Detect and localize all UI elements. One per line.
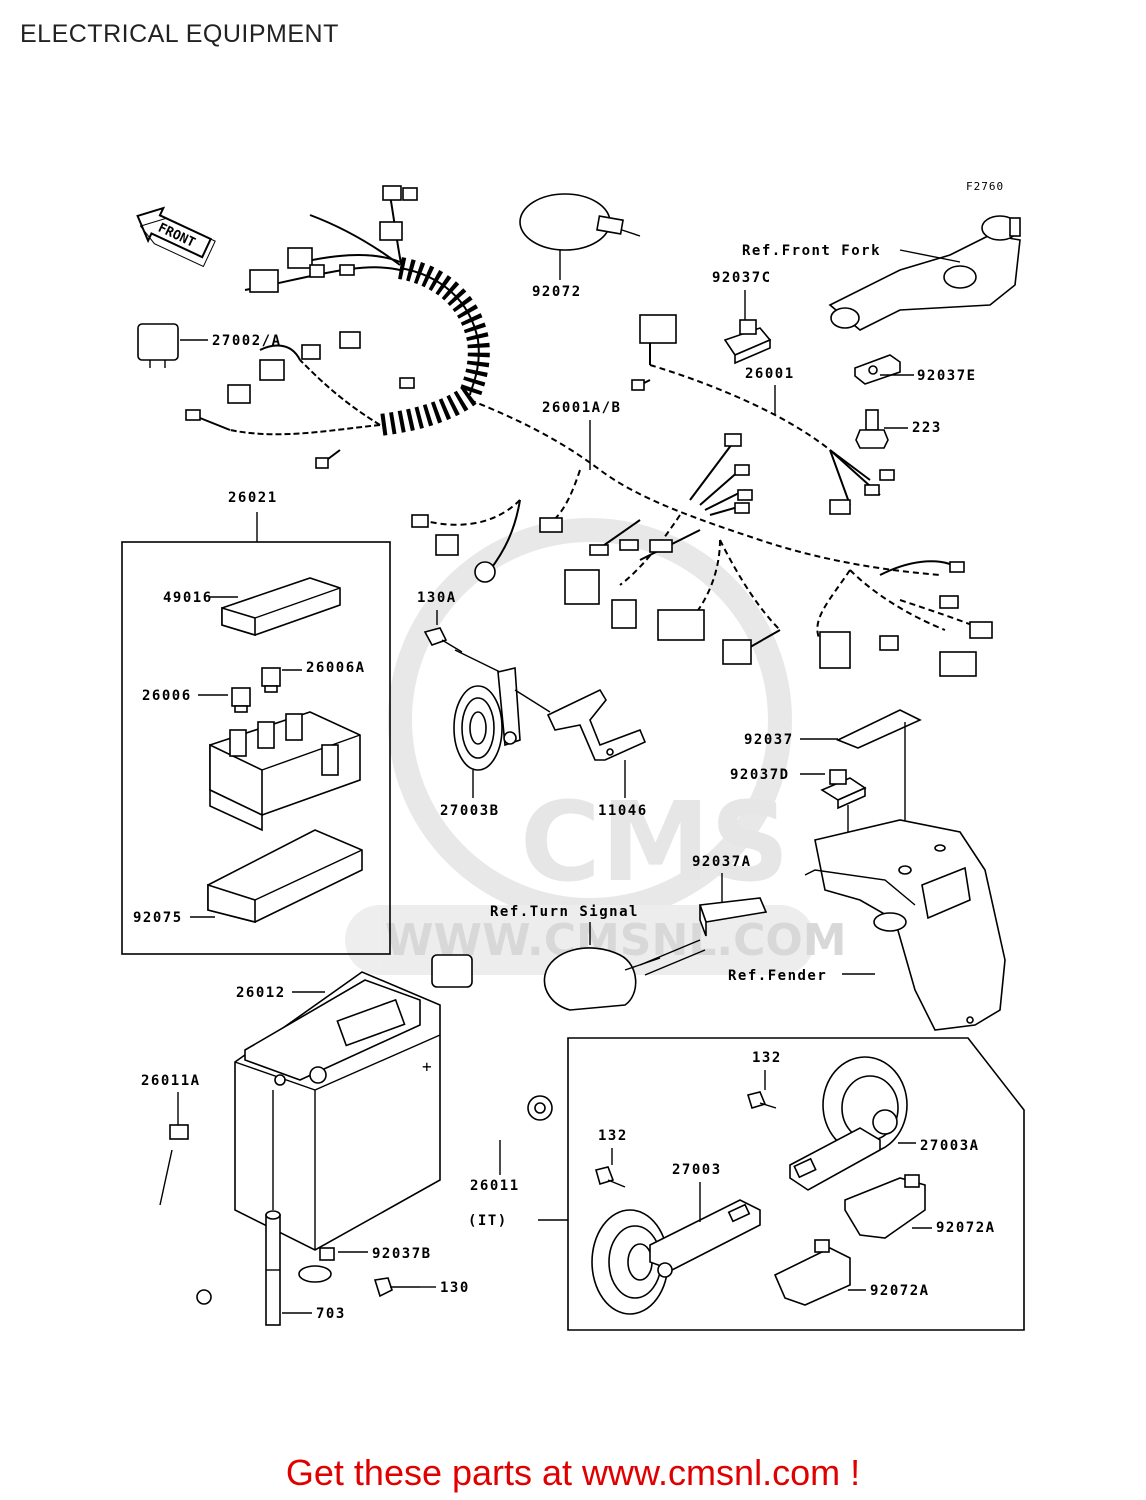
ref-front-fork: Ref.Front Fork xyxy=(742,243,881,259)
bolt-130a xyxy=(423,627,463,653)
strap-92037 xyxy=(836,709,922,749)
label-92037e: 92037E xyxy=(917,368,977,384)
bolt-132-upper xyxy=(746,1091,777,1109)
label-92037b: 92037B xyxy=(372,1246,432,1262)
label-223: 223 xyxy=(912,420,942,436)
label-27002a: 27002/A xyxy=(212,333,282,349)
label-26012: 26012 xyxy=(236,985,286,1001)
label-it: (IT) xyxy=(468,1213,508,1229)
label-132-lower: 132 xyxy=(598,1128,628,1144)
label-27003a: 27003A xyxy=(920,1138,980,1154)
footer-promo: Get these parts at www.cmsnl.com ! xyxy=(285,1452,861,1493)
front-arrow-icon: FRONT xyxy=(136,206,216,268)
horn-27003a xyxy=(789,1056,908,1191)
label-27003b: 27003B xyxy=(440,803,500,819)
bracket-92072a-lower xyxy=(773,1239,851,1306)
fuse-26006 xyxy=(231,687,251,713)
label-92037: 92037 xyxy=(744,732,794,748)
front-fork-bracket xyxy=(828,215,1021,331)
svg-text:+: + xyxy=(422,1057,432,1076)
fuse-26006a xyxy=(261,667,281,693)
clamp-92037b xyxy=(298,1247,335,1283)
label-26021: 26021 xyxy=(228,490,278,506)
label-26001: 26001 xyxy=(745,366,795,382)
clip-92037d xyxy=(820,769,867,810)
horn-kit-box xyxy=(567,1037,1025,1331)
band-92037a xyxy=(698,897,768,937)
label-26011: 26011 xyxy=(470,1178,520,1194)
label-27003: 27003 xyxy=(672,1162,722,1178)
bracket-11046 xyxy=(546,688,647,761)
tube-703 xyxy=(265,1210,281,1326)
battery-26012: + xyxy=(234,971,441,1251)
label-26001ab: 26001A/B xyxy=(542,400,621,416)
horn-27003 xyxy=(591,1199,761,1315)
ref-turn-signal: Ref.Turn Signal xyxy=(490,904,639,920)
fuse-box-cover-92075 xyxy=(207,829,363,924)
page-title: ELECTRICAL EQUIPMENT xyxy=(20,20,339,48)
cable-26011 xyxy=(431,954,553,1132)
clip-92037e xyxy=(854,354,901,385)
bolt-130 xyxy=(373,1277,420,1298)
label-92037c: 92037C xyxy=(712,270,772,286)
label-26006a: 26006A xyxy=(306,660,366,676)
relay-27002a xyxy=(137,323,179,368)
fuse-kit-box xyxy=(121,541,391,955)
fuse-cover-49016 xyxy=(221,577,341,637)
bolt-223 xyxy=(855,409,889,449)
rear-fender xyxy=(804,819,1006,1031)
label-92072: 92072 xyxy=(532,284,582,300)
label-26011a: 26011A xyxy=(141,1073,201,1089)
cable-tie-92072 xyxy=(519,193,641,280)
label-703: 703 xyxy=(316,1306,346,1322)
turn-signal xyxy=(543,939,706,1011)
cable-26011a xyxy=(159,1124,221,1305)
horn-27003b xyxy=(453,667,521,771)
bolt-132-lower xyxy=(595,1166,626,1188)
label-92072a-upper: 92072A xyxy=(936,1220,996,1236)
label-132-upper: 132 xyxy=(752,1050,782,1066)
label-49016: 49016 xyxy=(163,590,213,606)
figure-code: F2760 xyxy=(966,180,1004,193)
label-92072a-lower: 92072A xyxy=(870,1283,930,1299)
label-92037d: 92037D xyxy=(730,767,790,783)
label-130a: 130A xyxy=(417,590,457,606)
label-130: 130 xyxy=(440,1280,470,1296)
label-26006: 26006 xyxy=(142,688,192,704)
bracket-92072a-upper xyxy=(844,1174,926,1239)
ref-fender: Ref.Fender xyxy=(728,968,827,984)
label-11046: 11046 xyxy=(598,803,648,819)
label-92037a: 92037A xyxy=(692,854,752,870)
harness-connectors xyxy=(185,185,993,677)
label-92075: 92075 xyxy=(133,910,183,926)
watermark-brand: CMS xyxy=(520,778,789,906)
fuse-block xyxy=(209,711,361,832)
clamp-92037c xyxy=(723,319,772,365)
